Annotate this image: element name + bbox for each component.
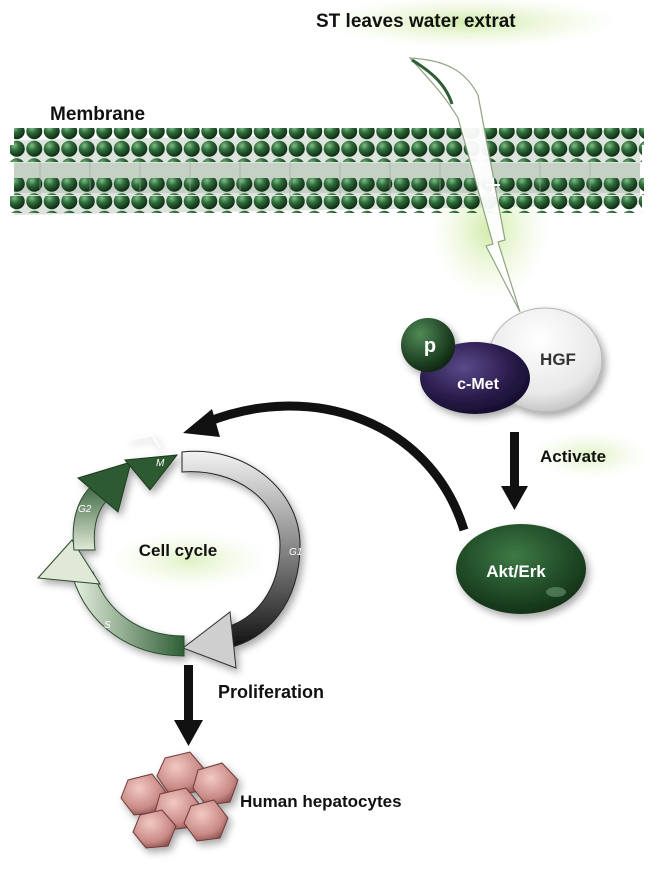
cell-cycle-ring [36,434,301,669]
extract-label: ST leaves water extrat [316,11,516,32]
activate-arrow [501,432,528,510]
hepatocyte-cells-icon [120,751,239,849]
p-label: p [424,335,436,357]
phosphate-group [401,318,455,372]
proliferation-arrow [174,665,203,746]
extract-entry-arrow [408,57,521,313]
signal-to-cell-cycle-arrow [183,401,469,532]
akt-erk-label: Akt/Erk [486,562,546,581]
cell-cycle-label: Cell cycle [139,541,217,560]
hepatocytes-label: Human hepatocytes [240,792,402,811]
c-met-label: c-Met [457,376,499,393]
phase-m-label: M [156,458,165,469]
activate-label: Activate [540,447,606,466]
phase-s-label: S [104,620,111,631]
proliferation-label: Proliferation [218,682,324,702]
phase-g2-label: G2 [78,504,92,515]
membrane-label: Membrane [50,104,145,125]
phase-g1-label: G1 [289,547,302,558]
receptor-complex [401,307,603,414]
membrane-bilayer-icon [10,128,644,215]
hgf-label: HGF [540,350,576,369]
